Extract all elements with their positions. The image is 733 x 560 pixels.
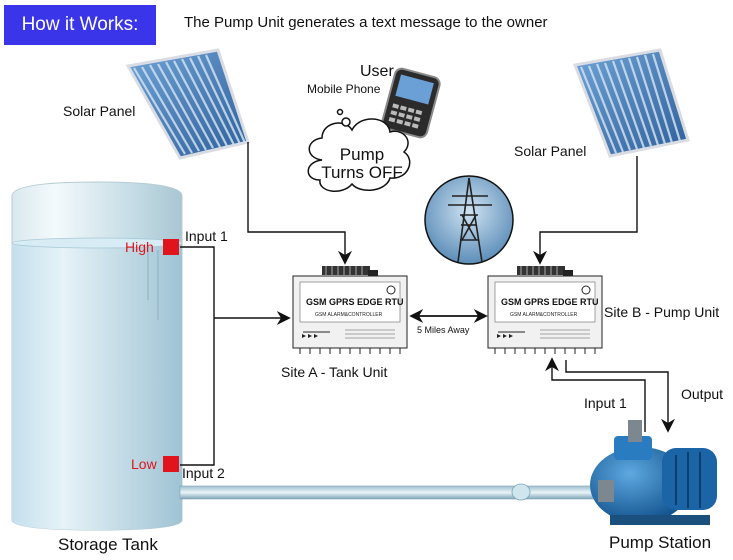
rtu-device-b: GSM GPRS EDGE RTU GSM ALARM&CONTROLLER bbox=[487, 266, 603, 354]
storage-tank bbox=[11, 181, 183, 531]
input1-pump-label: Input 1 bbox=[584, 395, 627, 411]
user-label: User bbox=[360, 63, 394, 80]
input2-tank-label: Input 2 bbox=[182, 465, 225, 481]
site-a-label: Site A - Tank Unit bbox=[281, 364, 388, 380]
how-it-works-badge: How it Works: bbox=[4, 5, 156, 45]
input1-tank-label: Input 1 bbox=[185, 228, 228, 244]
header-caption: The Pump Unit generates a text message t… bbox=[184, 14, 548, 31]
water-pipe bbox=[179, 483, 601, 501]
solar-panel-left bbox=[125, 48, 250, 160]
rtu-a-subtitle: GSM ALARM&CONTROLLER bbox=[315, 312, 383, 318]
cloud-text-line1: Pump bbox=[339, 145, 385, 164]
rtu-b-subtitle: GSM ALARM&CONTROLLER bbox=[510, 312, 578, 318]
high-sensor bbox=[163, 239, 179, 255]
solar-panel-left-label: Solar Panel bbox=[63, 103, 136, 119]
connection-lines bbox=[180, 142, 675, 466]
high-label: High bbox=[125, 239, 154, 255]
low-label: Low bbox=[131, 456, 157, 472]
water-pump bbox=[590, 420, 717, 525]
site-b-label: Site B - Pump Unit bbox=[604, 304, 720, 320]
solar-panel-right-label: Solar Panel bbox=[514, 143, 587, 159]
radio-tower-image bbox=[424, 175, 514, 265]
pump-station-label: Pump Station bbox=[609, 533, 712, 552]
low-sensor bbox=[163, 456, 179, 472]
rtu-device-a: GSM GPRS EDGE RTU GSM ALARM&CONTROLLER bbox=[292, 266, 408, 354]
mobile-phone-icon bbox=[381, 67, 441, 139]
distance-label: 5 Miles Away bbox=[417, 325, 470, 335]
rtu-b-title: GSM GPRS EDGE RTU bbox=[501, 297, 599, 307]
mobile-phone-label: Mobile Phone bbox=[307, 82, 381, 96]
output-label: Output bbox=[681, 386, 724, 402]
cloud-bubble bbox=[307, 108, 411, 192]
solar-panel-right bbox=[572, 48, 690, 158]
cloud-text-line2: Turns OFF bbox=[321, 163, 403, 182]
storage-tank-label: Storage Tank bbox=[58, 535, 158, 554]
rtu-a-title: GSM GPRS EDGE RTU bbox=[306, 297, 404, 307]
